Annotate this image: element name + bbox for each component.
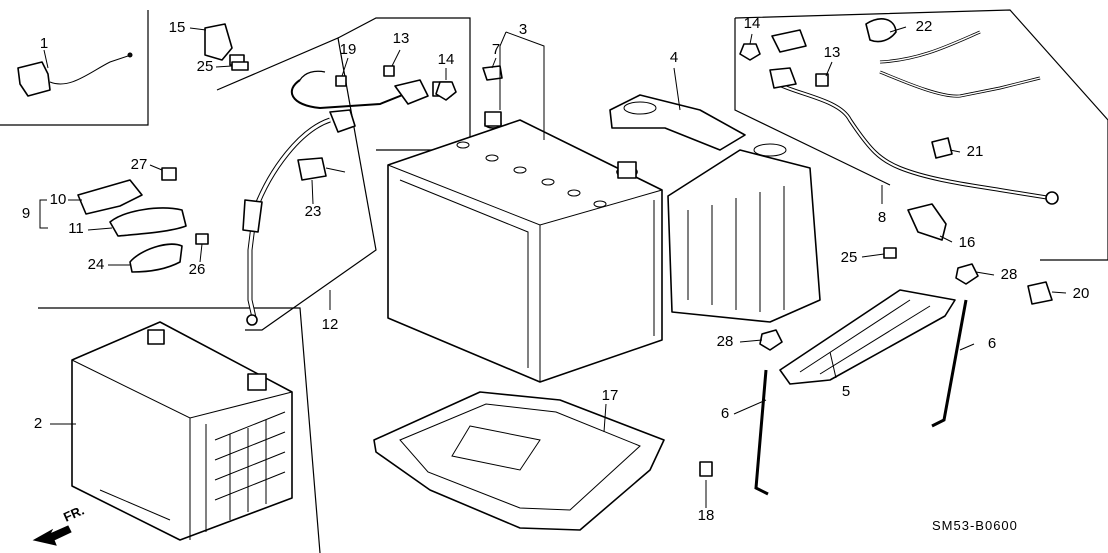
part-4-battery-cover (609, 94, 821, 323)
part-1-connector (17, 52, 133, 97)
callout-20: 20 (1073, 285, 1090, 302)
callout-6b: 6 (988, 335, 996, 352)
callout-5: 5 (842, 383, 850, 400)
clamp-cluster (77, 167, 209, 273)
callout-11: 11 (68, 220, 84, 237)
callout-15: 15 (169, 19, 186, 36)
callout-26: 26 (189, 261, 206, 278)
callout-13a: 13 (393, 30, 410, 47)
callout-17: 17 (602, 387, 619, 404)
callout-22: 22 (916, 18, 933, 35)
part-3-battery (387, 111, 663, 383)
diagram-code: SM53-B0600 (932, 518, 1018, 533)
part-12-cable (242, 70, 452, 326)
small-fasteners-top (335, 65, 457, 101)
callout-8: 8 (878, 209, 886, 226)
callout-14a: 14 (438, 51, 455, 68)
callout-7: 7 (492, 41, 500, 58)
front-direction-indicator: FR. (32, 503, 86, 546)
callout-18: 18 (698, 507, 715, 524)
callout-12: 12 (322, 316, 339, 333)
part-7-vent-plug (482, 65, 503, 81)
callout-10: 10 (50, 191, 67, 208)
callout-6a: 6 (721, 405, 729, 422)
part-17-battery-tray (373, 391, 713, 531)
part-28-nuts (759, 263, 979, 351)
front-arrow-icon (32, 525, 72, 546)
callout-21: 21 (967, 143, 984, 160)
part-8-positive-cable (739, 18, 1059, 205)
callout-23: 23 (305, 203, 322, 220)
callout-27: 27 (131, 156, 148, 173)
callout-9: 9 (22, 205, 30, 222)
callout-28b: 28 (717, 333, 734, 350)
callout-25b: 25 (841, 249, 858, 266)
part-6-rods (754, 299, 968, 496)
part-5-hold-down (779, 289, 956, 385)
part-2-battery (71, 321, 293, 541)
part-20-clip (1027, 281, 1053, 305)
callout-16: 16 (959, 234, 976, 251)
part-16-bracket (883, 203, 947, 259)
callout-14b: 14 (744, 15, 761, 32)
part-15-clamp (204, 23, 249, 71)
front-direction-label: FR. (61, 503, 86, 525)
callout-24: 24 (88, 256, 105, 273)
callout-25a: 25 (197, 58, 214, 75)
callouts: 1 2 3 4 5 6 6 7 8 9 10 11 12 13 13 14 14… (22, 15, 1090, 524)
group-frames (0, 9, 1108, 553)
callout-2: 2 (34, 415, 42, 432)
callout-3: 3 (519, 21, 527, 38)
part-23-connector (297, 157, 346, 181)
callout-1: 1 (40, 35, 48, 52)
callout-28a: 28 (1001, 266, 1018, 283)
leader-lines (39, 26, 1067, 508)
callout-19: 19 (340, 41, 357, 58)
callout-13b: 13 (824, 44, 841, 61)
callout-4: 4 (670, 49, 678, 66)
